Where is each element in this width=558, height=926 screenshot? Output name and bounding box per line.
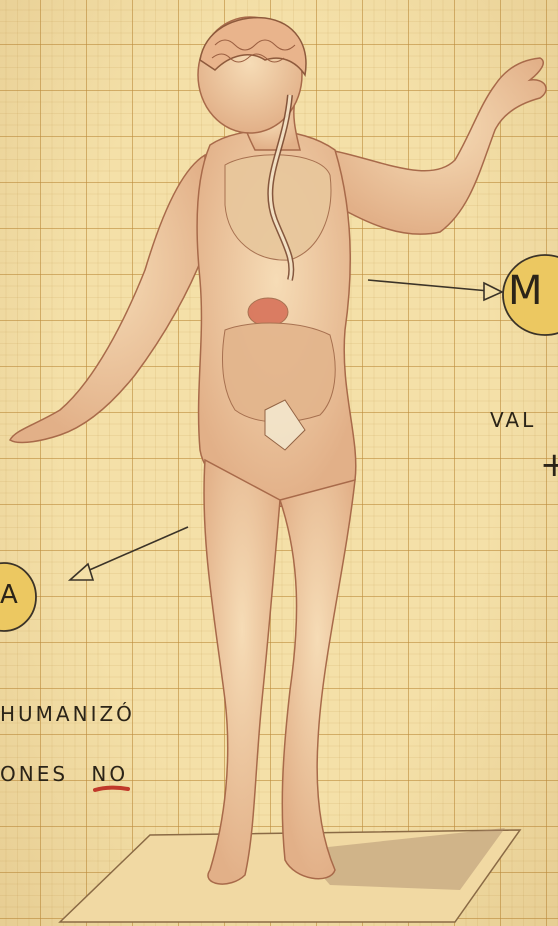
note-left-emphasis: NO: [91, 762, 128, 786]
note-left-line2: ONES NO: [0, 762, 128, 786]
note-right-line1: VAL: [490, 408, 536, 432]
arrow-left: [78, 527, 188, 575]
bubble-left-text: A: [0, 580, 21, 610]
bubble-right-text: M: [508, 268, 543, 314]
note-left-line1: HUMANIZÓ: [0, 702, 135, 726]
arrow-right: [368, 280, 500, 292]
note-right-line2: +: [540, 445, 558, 485]
underline-mark: [95, 788, 128, 790]
note-left-prefix: ONES: [0, 762, 68, 786]
